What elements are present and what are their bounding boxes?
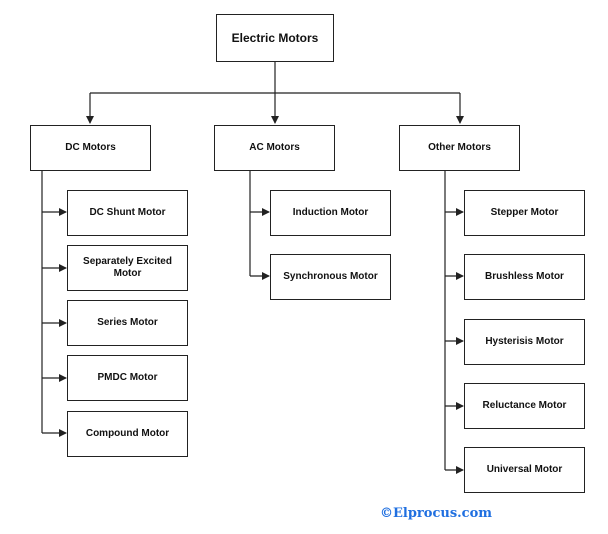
motor-node-hysterisis: Hysterisis Motor bbox=[464, 319, 585, 365]
root-node-label: Electric Motors bbox=[231, 30, 319, 45]
motor-node-induction: Induction Motor bbox=[270, 190, 391, 236]
motor-label: Separately Excited Motor bbox=[83, 256, 172, 279]
motor-node-reluctance: Reluctance Motor bbox=[464, 383, 585, 429]
category-node-ac-motors: AC Motors bbox=[214, 125, 335, 171]
motor-label: Brushless Motor bbox=[485, 271, 564, 282]
motor-label: Synchronous Motor bbox=[283, 271, 378, 282]
root-node-electric-motors: Electric Motors bbox=[216, 14, 334, 62]
motor-node-dc-shunt: DC Shunt Motor bbox=[67, 190, 188, 236]
motor-label: DC Shunt Motor bbox=[89, 207, 166, 218]
motor-node-series: Series Motor bbox=[67, 300, 188, 346]
motor-label: PMDC Motor bbox=[97, 372, 158, 383]
motor-label: Universal Motor bbox=[486, 464, 563, 475]
category-node-dc-motors: DC Motors bbox=[30, 125, 151, 171]
motor-label: Series Motor bbox=[97, 317, 158, 328]
motor-label: Hysterisis Motor bbox=[485, 336, 564, 347]
category-node-other-motors: Other Motors bbox=[399, 125, 520, 171]
category-label: AC Motors bbox=[249, 142, 300, 153]
motor-label: Induction Motor bbox=[292, 207, 369, 218]
motor-node-separately-excited: Separately Excited Motor bbox=[67, 245, 188, 291]
motor-node-compound: Compound Motor bbox=[67, 411, 188, 457]
motor-label: Reluctance Motor bbox=[482, 400, 567, 411]
motor-node-synchronous: Synchronous Motor bbox=[270, 254, 391, 300]
watermark-text: ©Elprocus.com bbox=[380, 506, 493, 521]
motor-node-universal: Universal Motor bbox=[464, 447, 585, 493]
category-label: Other Motors bbox=[428, 142, 491, 153]
category-label: DC Motors bbox=[65, 142, 116, 153]
motor-node-pmdc: PMDC Motor bbox=[67, 355, 188, 401]
motor-label: Stepper Motor bbox=[490, 207, 559, 218]
motor-node-stepper: Stepper Motor bbox=[464, 190, 585, 236]
motor-node-brushless: Brushless Motor bbox=[464, 254, 585, 300]
motor-label: Compound Motor bbox=[85, 428, 170, 439]
